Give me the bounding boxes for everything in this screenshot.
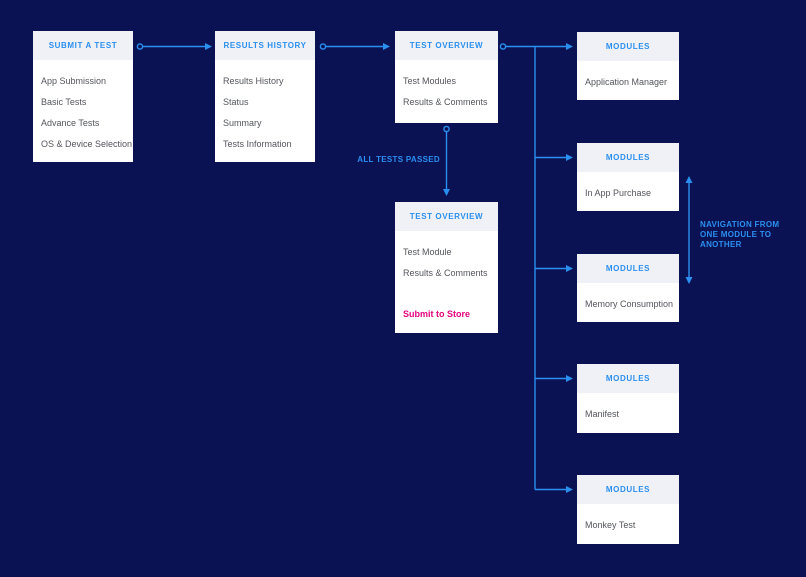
card-title: MODULES bbox=[577, 32, 679, 61]
card-body: Monkey Test bbox=[577, 504, 679, 536]
card-body: Memory Consumption bbox=[577, 283, 679, 315]
card-module-in-app-purchase[interactable]: MODULES In App Purchase bbox=[577, 143, 679, 211]
card-item: Test Modules bbox=[403, 76, 457, 86]
card-test-overview-detail[interactable]: TEST OVERVIEW Test Module Results & Comm… bbox=[395, 202, 498, 333]
card-title: MODULES bbox=[577, 143, 679, 172]
card-body: In App Purchase bbox=[577, 172, 679, 204]
card-module-manifest[interactable]: MODULES Manifest bbox=[577, 364, 679, 433]
card-item: Results History bbox=[223, 76, 284, 86]
card-title: MODULES bbox=[577, 254, 679, 283]
connector-overview-to-modules bbox=[499, 43, 573, 493]
module-navigation-label: NAVIGATION FROM ONE MODULE TO ANOTHER bbox=[700, 220, 806, 250]
card-module-application-manager[interactable]: MODULES Application Manager bbox=[577, 32, 679, 100]
card-item: Results & Comments bbox=[403, 97, 488, 107]
card-module-monkey-test[interactable]: MODULES Monkey Test bbox=[577, 475, 679, 544]
module-navigation-label-line1: NAVIGATION FROM bbox=[700, 220, 780, 229]
card-item: Basic Tests bbox=[41, 97, 87, 107]
card-body: Manifest bbox=[577, 393, 679, 425]
card-title: MODULES bbox=[577, 475, 679, 504]
card-item: Memory Consumption bbox=[585, 299, 674, 309]
connector-all-tests-passed bbox=[443, 125, 450, 196]
card-item: Test Module bbox=[403, 247, 452, 257]
connector-module-navigation bbox=[685, 176, 693, 284]
card-item: Application Manager bbox=[585, 77, 668, 87]
card-title: TEST OVERVIEW bbox=[395, 31, 498, 60]
card-item: Tests Information bbox=[223, 139, 292, 149]
card-body: App Submission Basic Tests Advance Tests… bbox=[33, 60, 133, 155]
card-body: Test Modules Results & Comments bbox=[395, 60, 498, 113]
card-item: Manifest bbox=[585, 409, 620, 419]
card-item: Advance Tests bbox=[41, 118, 100, 128]
card-item: App Submission bbox=[41, 76, 107, 86]
card-item: OS & Device Selection bbox=[41, 139, 133, 149]
all-tests-passed-label: ALL TESTS PASSED bbox=[357, 155, 440, 164]
card-title: MODULES bbox=[577, 364, 679, 393]
card-item: Results & Comments bbox=[403, 268, 488, 278]
card-results-history[interactable]: RESULTS HISTORY Results History Status S… bbox=[215, 31, 315, 162]
card-title: TEST OVERVIEW bbox=[395, 202, 498, 231]
module-navigation-label-line2: ONE MODULE TO ANOTHER bbox=[700, 230, 772, 249]
connector-submit-to-results bbox=[136, 43, 212, 50]
card-test-overview[interactable]: TEST OVERVIEW Test Modules Results & Com… bbox=[395, 31, 498, 123]
card-body: Results History Status Summary Tests Inf… bbox=[215, 60, 315, 155]
card-item: Summary bbox=[223, 118, 262, 128]
card-title: SUBMIT A TEST bbox=[33, 31, 133, 60]
card-body: Test Module Results & Comments Submit to… bbox=[395, 231, 498, 325]
connector-results-to-overview bbox=[319, 43, 390, 50]
card-module-memory-consumption[interactable]: MODULES Memory Consumption bbox=[577, 254, 679, 322]
card-submit-a-test[interactable]: SUBMIT A TEST App Submission Basic Tests… bbox=[33, 31, 133, 162]
submit-to-store-link[interactable]: Submit to Store bbox=[403, 309, 470, 319]
card-item: Status bbox=[223, 97, 249, 107]
card-title: RESULTS HISTORY bbox=[215, 31, 315, 60]
card-body: Application Manager bbox=[577, 61, 679, 93]
card-item: Monkey Test bbox=[585, 520, 636, 530]
card-item: In App Purchase bbox=[585, 188, 652, 198]
